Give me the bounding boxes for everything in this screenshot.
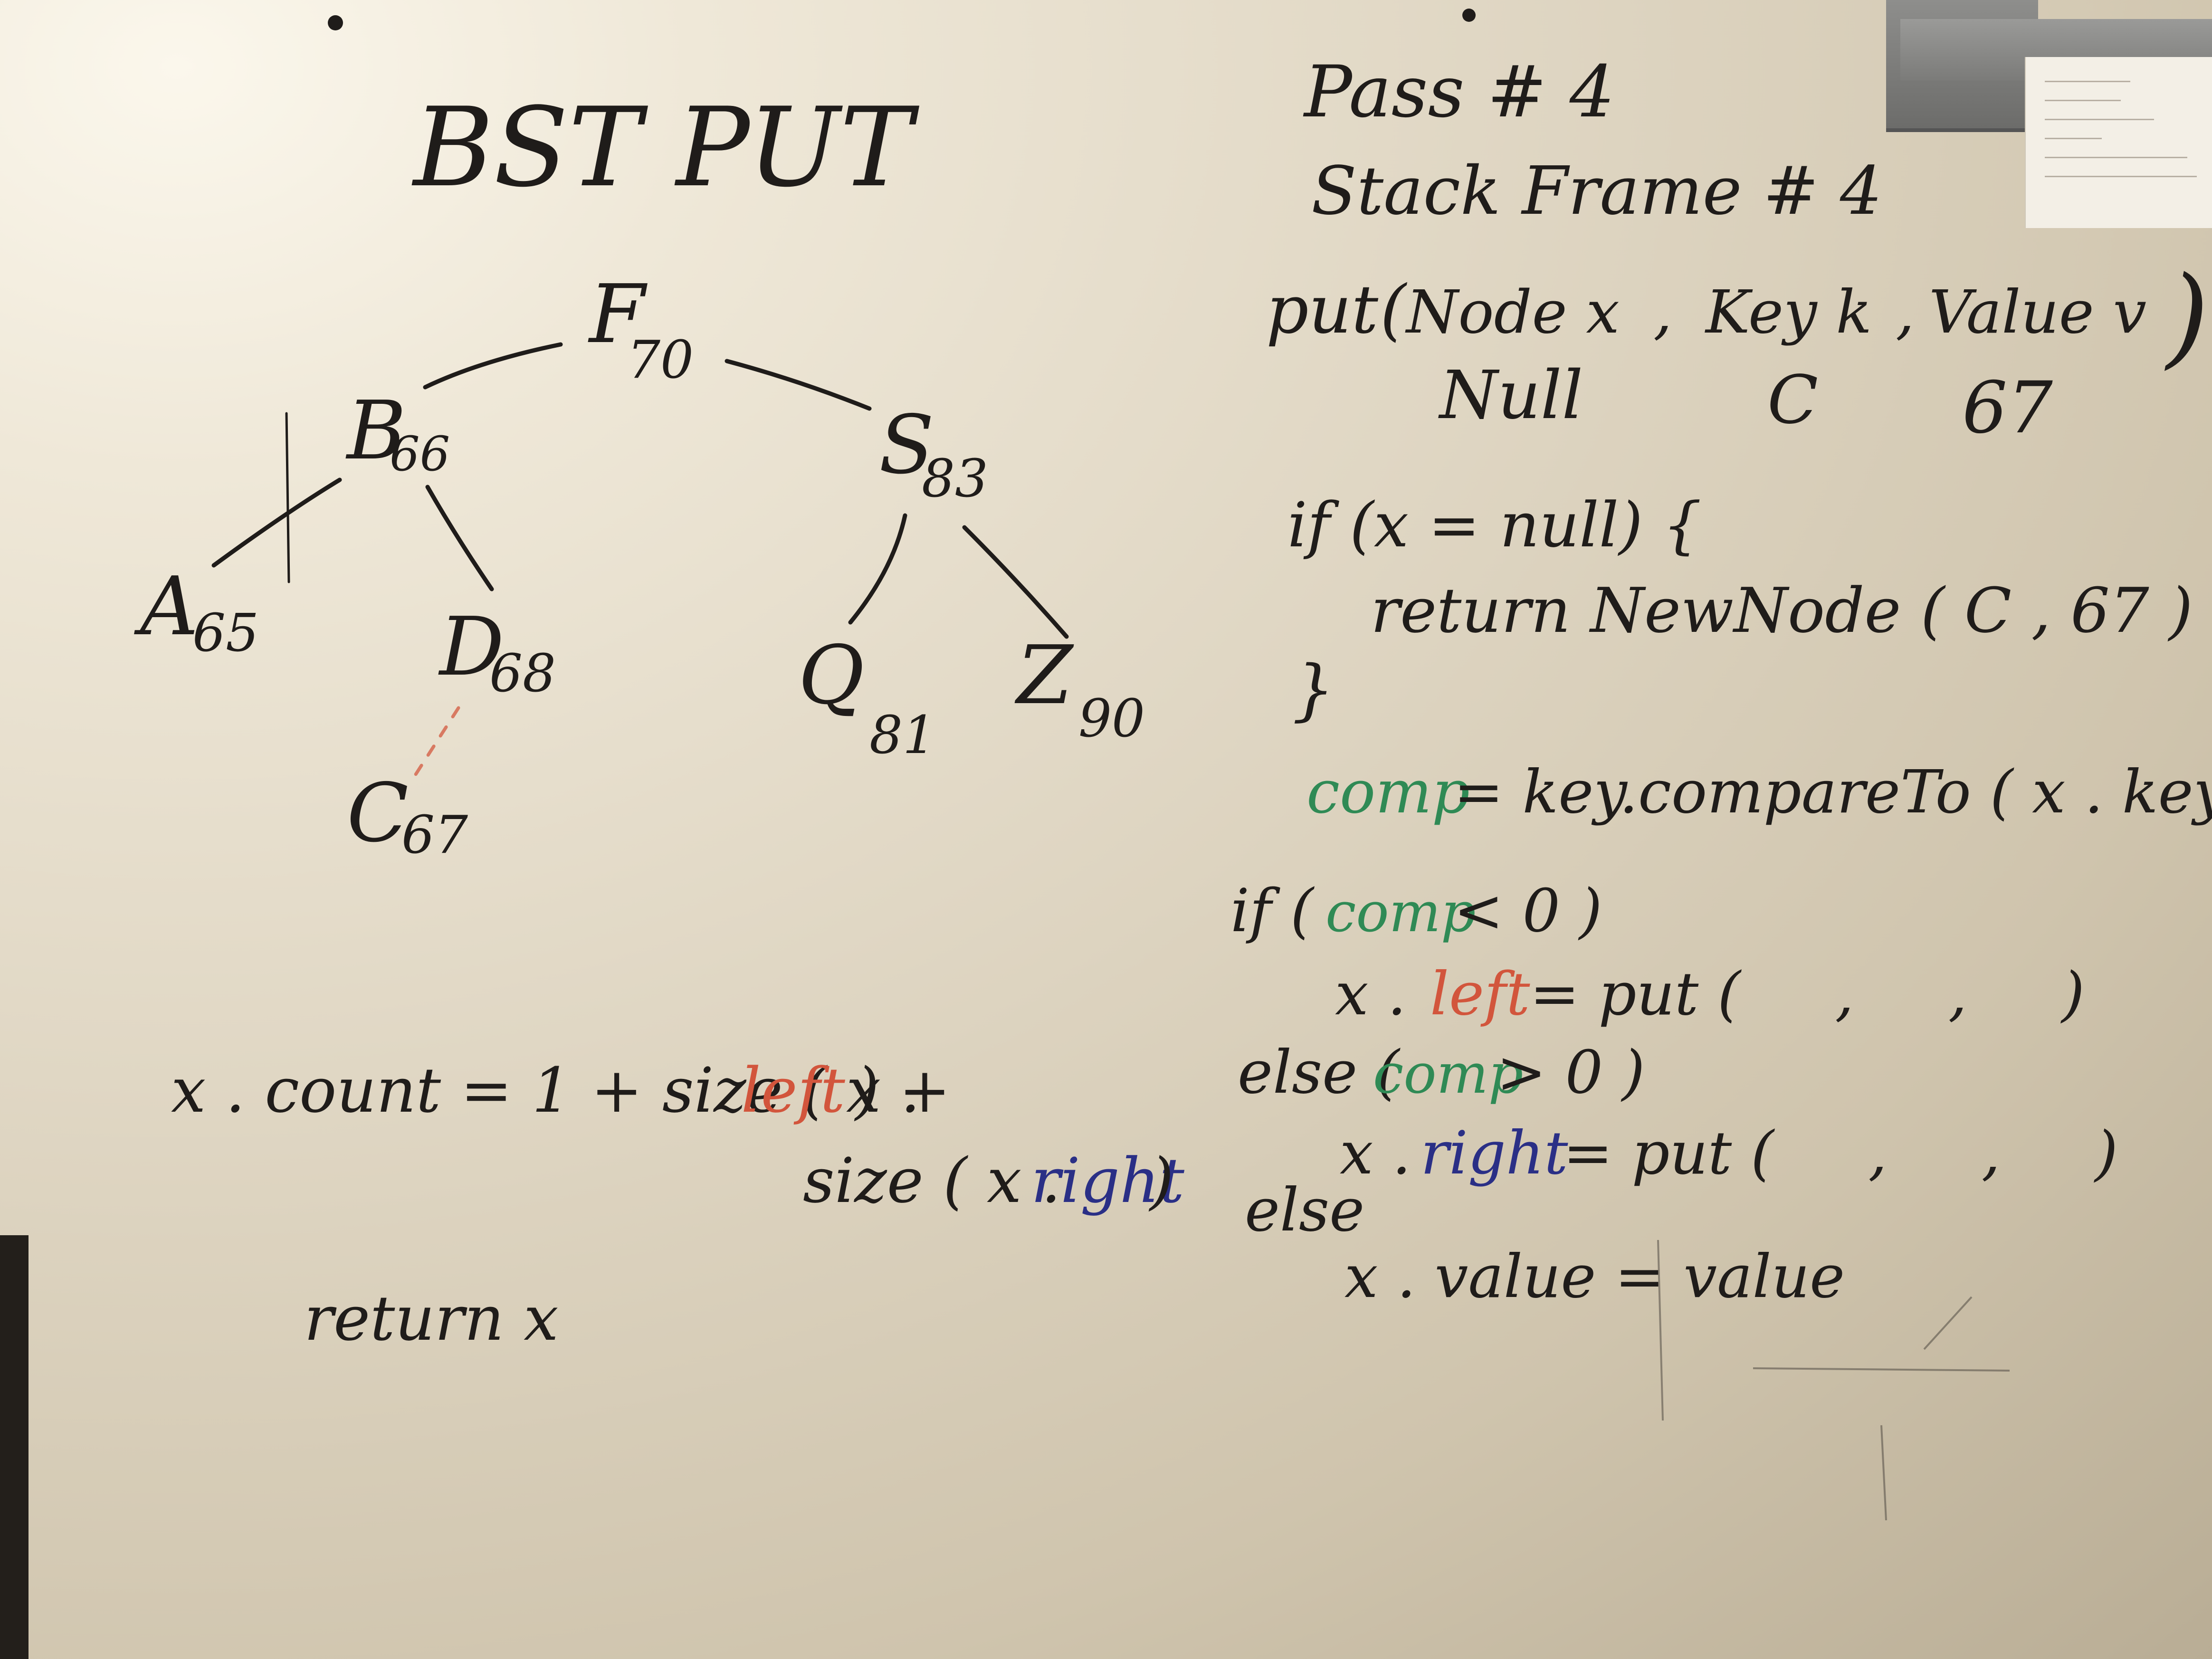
board-dot (1462, 9, 1476, 22)
tree-edges (211, 342, 1069, 776)
board-frame-edge (0, 1235, 29, 1659)
size-formula-end: ) (1148, 1144, 1174, 1217)
node-value: 83 (922, 448, 988, 509)
code-right-word: right (1421, 1119, 1568, 1188)
node-value: 68 (489, 643, 556, 704)
board-dot (328, 15, 343, 30)
node-A: A 65 (134, 560, 259, 663)
close-paren: ) (2164, 253, 2209, 380)
node-key: A (134, 560, 199, 654)
count-formula-start: x . count = 1 + size ( x . (171, 1054, 920, 1126)
code-block: if (x = null) { return NewNode ( C , 67 … (1230, 489, 2212, 1311)
arg-key: C (1767, 362, 1818, 439)
size-formula-start: size ( x . (803, 1144, 1061, 1217)
edge-B-D (425, 485, 494, 591)
edge-D-C-dashed (414, 706, 460, 776)
node-key: Z (1014, 629, 1074, 723)
comma: , (1896, 278, 1915, 347)
code-comp-word: comp (1306, 758, 1470, 827)
code-else-cond: > 0 ) (1497, 1038, 1645, 1107)
node-value: 81 (869, 705, 936, 765)
count-formula-mid: ) + (854, 1054, 951, 1126)
node-value: 70 (627, 329, 694, 390)
node-key: D (438, 600, 504, 694)
code-x-value: x . value = value (1344, 1242, 1845, 1311)
put-signature: put ( Node x , Key k , Value v ) Null C … (1266, 253, 2209, 449)
edge-S-Z (962, 525, 1069, 639)
param-node: Node x (1405, 278, 1620, 347)
node-S: S 83 (879, 398, 988, 509)
faint-marks (1657, 1239, 2010, 1521)
code-if-cond: < 0 ) (1454, 877, 1602, 945)
stray-mark (285, 412, 290, 583)
node-Z: Z 90 (1014, 629, 1145, 749)
node-value: 67 (401, 804, 468, 865)
node-value: 90 (1078, 688, 1145, 749)
sticky-note (2025, 57, 2212, 228)
code-comp-word: comp (1325, 881, 1476, 944)
node-key: C (347, 766, 409, 860)
code-close-brace: } (1292, 651, 1335, 729)
function-name: put (1266, 271, 1379, 349)
edge-F-S (725, 359, 872, 411)
comma: , (1653, 278, 1672, 347)
code-left-word: left (1430, 960, 1530, 1029)
stack-frame-number: Stack Frame # 4 (1311, 153, 1882, 230)
param-value: Value v (1929, 278, 2146, 347)
code-put-right: = put ( , , ) (1563, 1119, 2118, 1188)
node-F: F 70 (588, 267, 694, 390)
code-comp-word: comp (1373, 1042, 1523, 1106)
param-key: Key k (1705, 278, 1872, 347)
code-x: x . (1335, 960, 1406, 1029)
code-else-keyword: else ( (1238, 1038, 1401, 1107)
size-right-word: right (1031, 1144, 1185, 1217)
code-if-null: if (x = null) { (1287, 489, 1702, 561)
node-Q: Q 81 (798, 629, 936, 765)
node-key: S (879, 398, 934, 492)
count-formula: x . count = 1 + size ( x . left ) + size… (171, 1054, 1185, 1354)
code-x: x . (1340, 1119, 1411, 1188)
count-left-word: left (741, 1054, 846, 1126)
code-else-plain: else (1245, 1176, 1364, 1245)
open-paren: ( (1380, 271, 1408, 349)
edge-S-Q (848, 513, 907, 625)
code-return-new: return NewNode ( C , 67 ) (1371, 574, 2193, 647)
node-C: C 67 (347, 766, 468, 865)
arg-node: Null (1438, 357, 1583, 434)
edge-F-B (423, 342, 563, 390)
node-key: B (345, 384, 406, 478)
code-if-keyword: if ( (1230, 877, 1315, 945)
pass-number: Pass # 4 (1303, 51, 1615, 133)
node-B: B 66 (345, 384, 450, 482)
arg-value: 67 (1962, 367, 2053, 449)
node-key: Q (798, 629, 864, 723)
node-key: F (588, 267, 648, 362)
code-put-left: = put ( , , ) (1530, 960, 2085, 1029)
page-title: BST PUT (411, 85, 920, 211)
node-D: D 68 (438, 600, 556, 704)
node-value: 66 (390, 426, 450, 482)
node-value: 65 (192, 602, 259, 663)
return-x: return x (304, 1282, 559, 1354)
tree-nodes: F 70 B 66 S 83 A 65 D 68 Q 81 (134, 267, 1145, 865)
edge-B-A (211, 477, 342, 568)
code-comp-rhs: = key.compareTo ( x . key ) (1454, 758, 2212, 827)
